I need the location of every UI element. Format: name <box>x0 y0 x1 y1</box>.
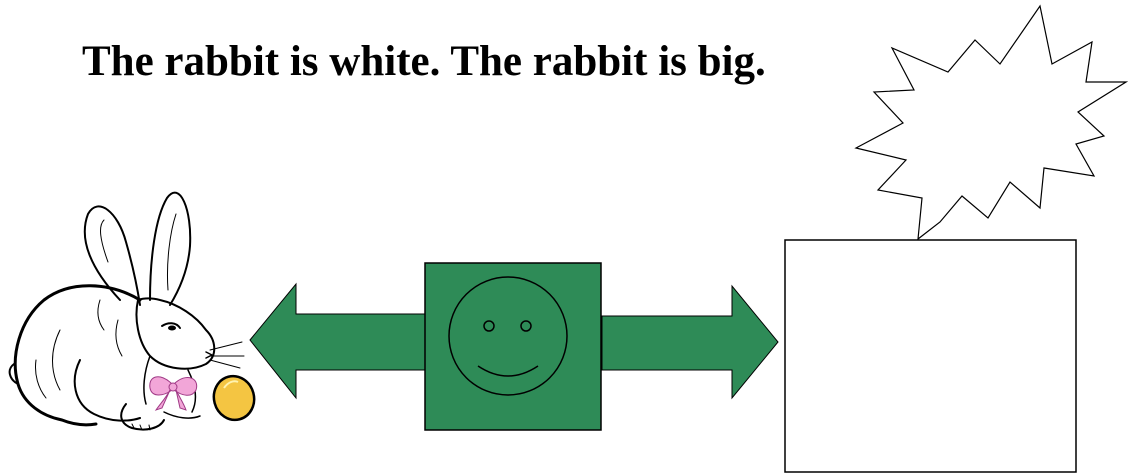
left-arrow-icon <box>249 282 427 400</box>
burst-icon <box>854 4 1128 241</box>
center-square <box>424 262 602 431</box>
rabbit-icon <box>8 191 245 431</box>
sentence-title: The rabbit is white. The rabbit is big. <box>82 38 766 85</box>
right-arrow-icon <box>601 284 779 400</box>
smiley-icon <box>448 276 568 396</box>
bow-icon <box>149 376 198 411</box>
empty-box <box>784 239 1077 473</box>
egg-icon <box>212 374 256 422</box>
